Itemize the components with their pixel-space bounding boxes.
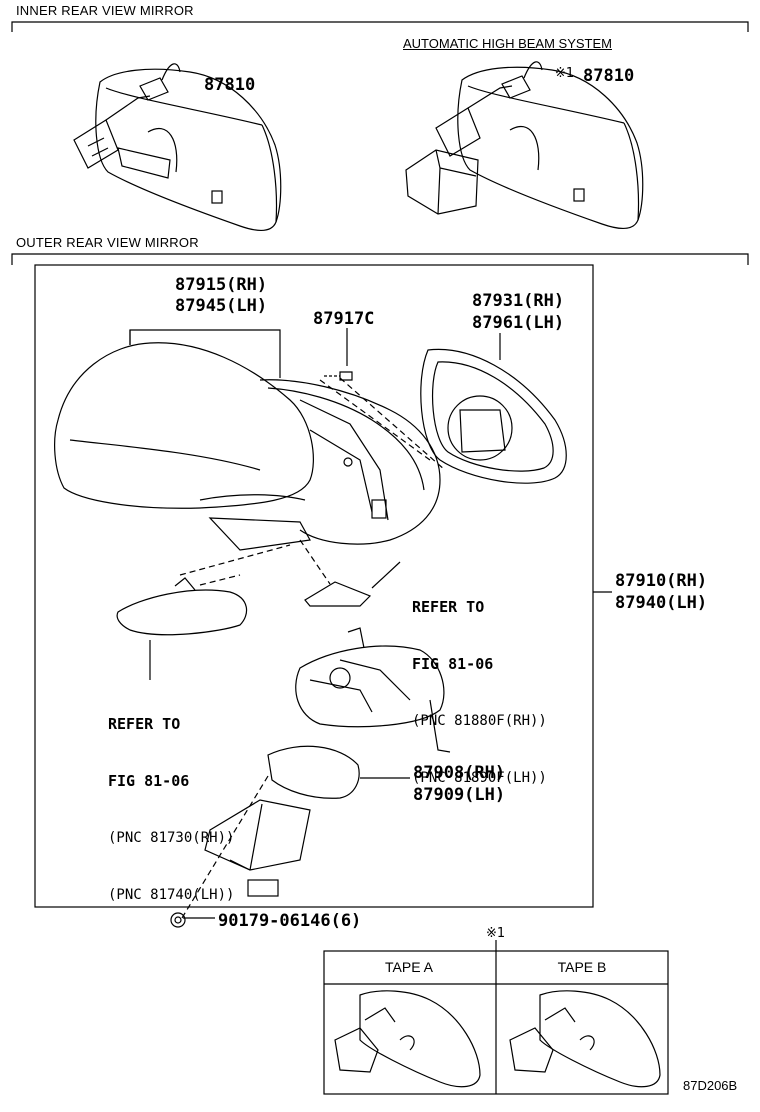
tape-a-label: TAPE A <box>385 959 433 975</box>
mirror-base <box>181 745 360 919</box>
mirror-housing <box>208 377 446 551</box>
screw-part-number: 87917C <box>313 309 375 329</box>
inner-mirror-standard <box>73 63 282 232</box>
tape-b-mirror <box>509 990 661 1088</box>
clip-part-number: 90179-06146(6) <box>218 911 362 931</box>
turn-lamp-reference: REFER TO FIG 81-06 (PNC 81880F(RH)) (PNC… <box>412 560 547 807</box>
ahb-note-mark: ※1 <box>555 66 575 81</box>
outer-mirror-frame <box>34 264 594 908</box>
mirror-actuator <box>295 627 451 753</box>
tape-box-note-mark: ※1 <box>486 926 506 941</box>
inner-mirror-ahb <box>405 61 644 230</box>
glass-part-rh: 87931(RH) <box>472 291 565 311</box>
inner-section-title: INNER REAR VIEW MIRROR <box>16 3 194 18</box>
clip-part <box>170 912 186 928</box>
inner-mirror-part-number: 87810 <box>204 75 256 95</box>
ahb-system-title: AUTOMATIC HIGH BEAM SYSTEM <box>403 36 612 51</box>
turn-lamp-pnc-lh: (PNC 81890F(LH)) <box>412 770 547 786</box>
inner-section-bracket <box>11 21 749 32</box>
side-lamp-reference: REFER TO FIG 81-06 (PNC 81730(RH)) (PNC … <box>108 677 234 924</box>
mirror-glass <box>420 348 567 484</box>
side-lamp-refer-to: REFER TO <box>108 715 181 733</box>
side-lamp-fig: FIG 81-06 <box>108 772 190 790</box>
tape-b-label: TAPE B <box>557 959 607 975</box>
outer-section-bracket <box>11 253 749 265</box>
outer-section-title: OUTER REAR VIEW MIRROR <box>16 235 199 250</box>
assembly-part-rh: 87910(RH) <box>615 571 708 591</box>
tape-box-frame <box>323 940 669 1095</box>
figure-code: 87D206B <box>683 1078 738 1093</box>
leader-lines <box>129 328 612 919</box>
turn-signal-piece <box>299 539 372 607</box>
side-lamp <box>116 544 291 636</box>
base-part-rh: 87908(RH) <box>413 763 506 783</box>
side-lamp-pnc-lh: (PNC 81740(LH)) <box>108 887 235 903</box>
ahb-mirror-part-number: 87810 <box>583 66 635 86</box>
turn-lamp-refer-to: REFER TO <box>412 598 485 616</box>
base-part-lh: 87909(LH) <box>413 785 506 805</box>
screw-part <box>324 371 353 381</box>
cover-part-rh: 87915(RH) <box>175 275 268 295</box>
tape-a-mirror <box>334 990 481 1088</box>
turn-lamp-fig: FIG 81-06 <box>412 655 494 673</box>
mirror-cover <box>54 342 314 509</box>
cover-part-lh: 87945(LH) <box>175 296 268 316</box>
glass-part-lh: 87961(LH) <box>472 313 565 333</box>
turn-lamp-pnc-rh: (PNC 81880F(RH)) <box>412 713 547 729</box>
side-lamp-pnc-rh: (PNC 81730(RH)) <box>108 830 235 846</box>
assembly-part-lh: 87940(LH) <box>615 593 708 613</box>
